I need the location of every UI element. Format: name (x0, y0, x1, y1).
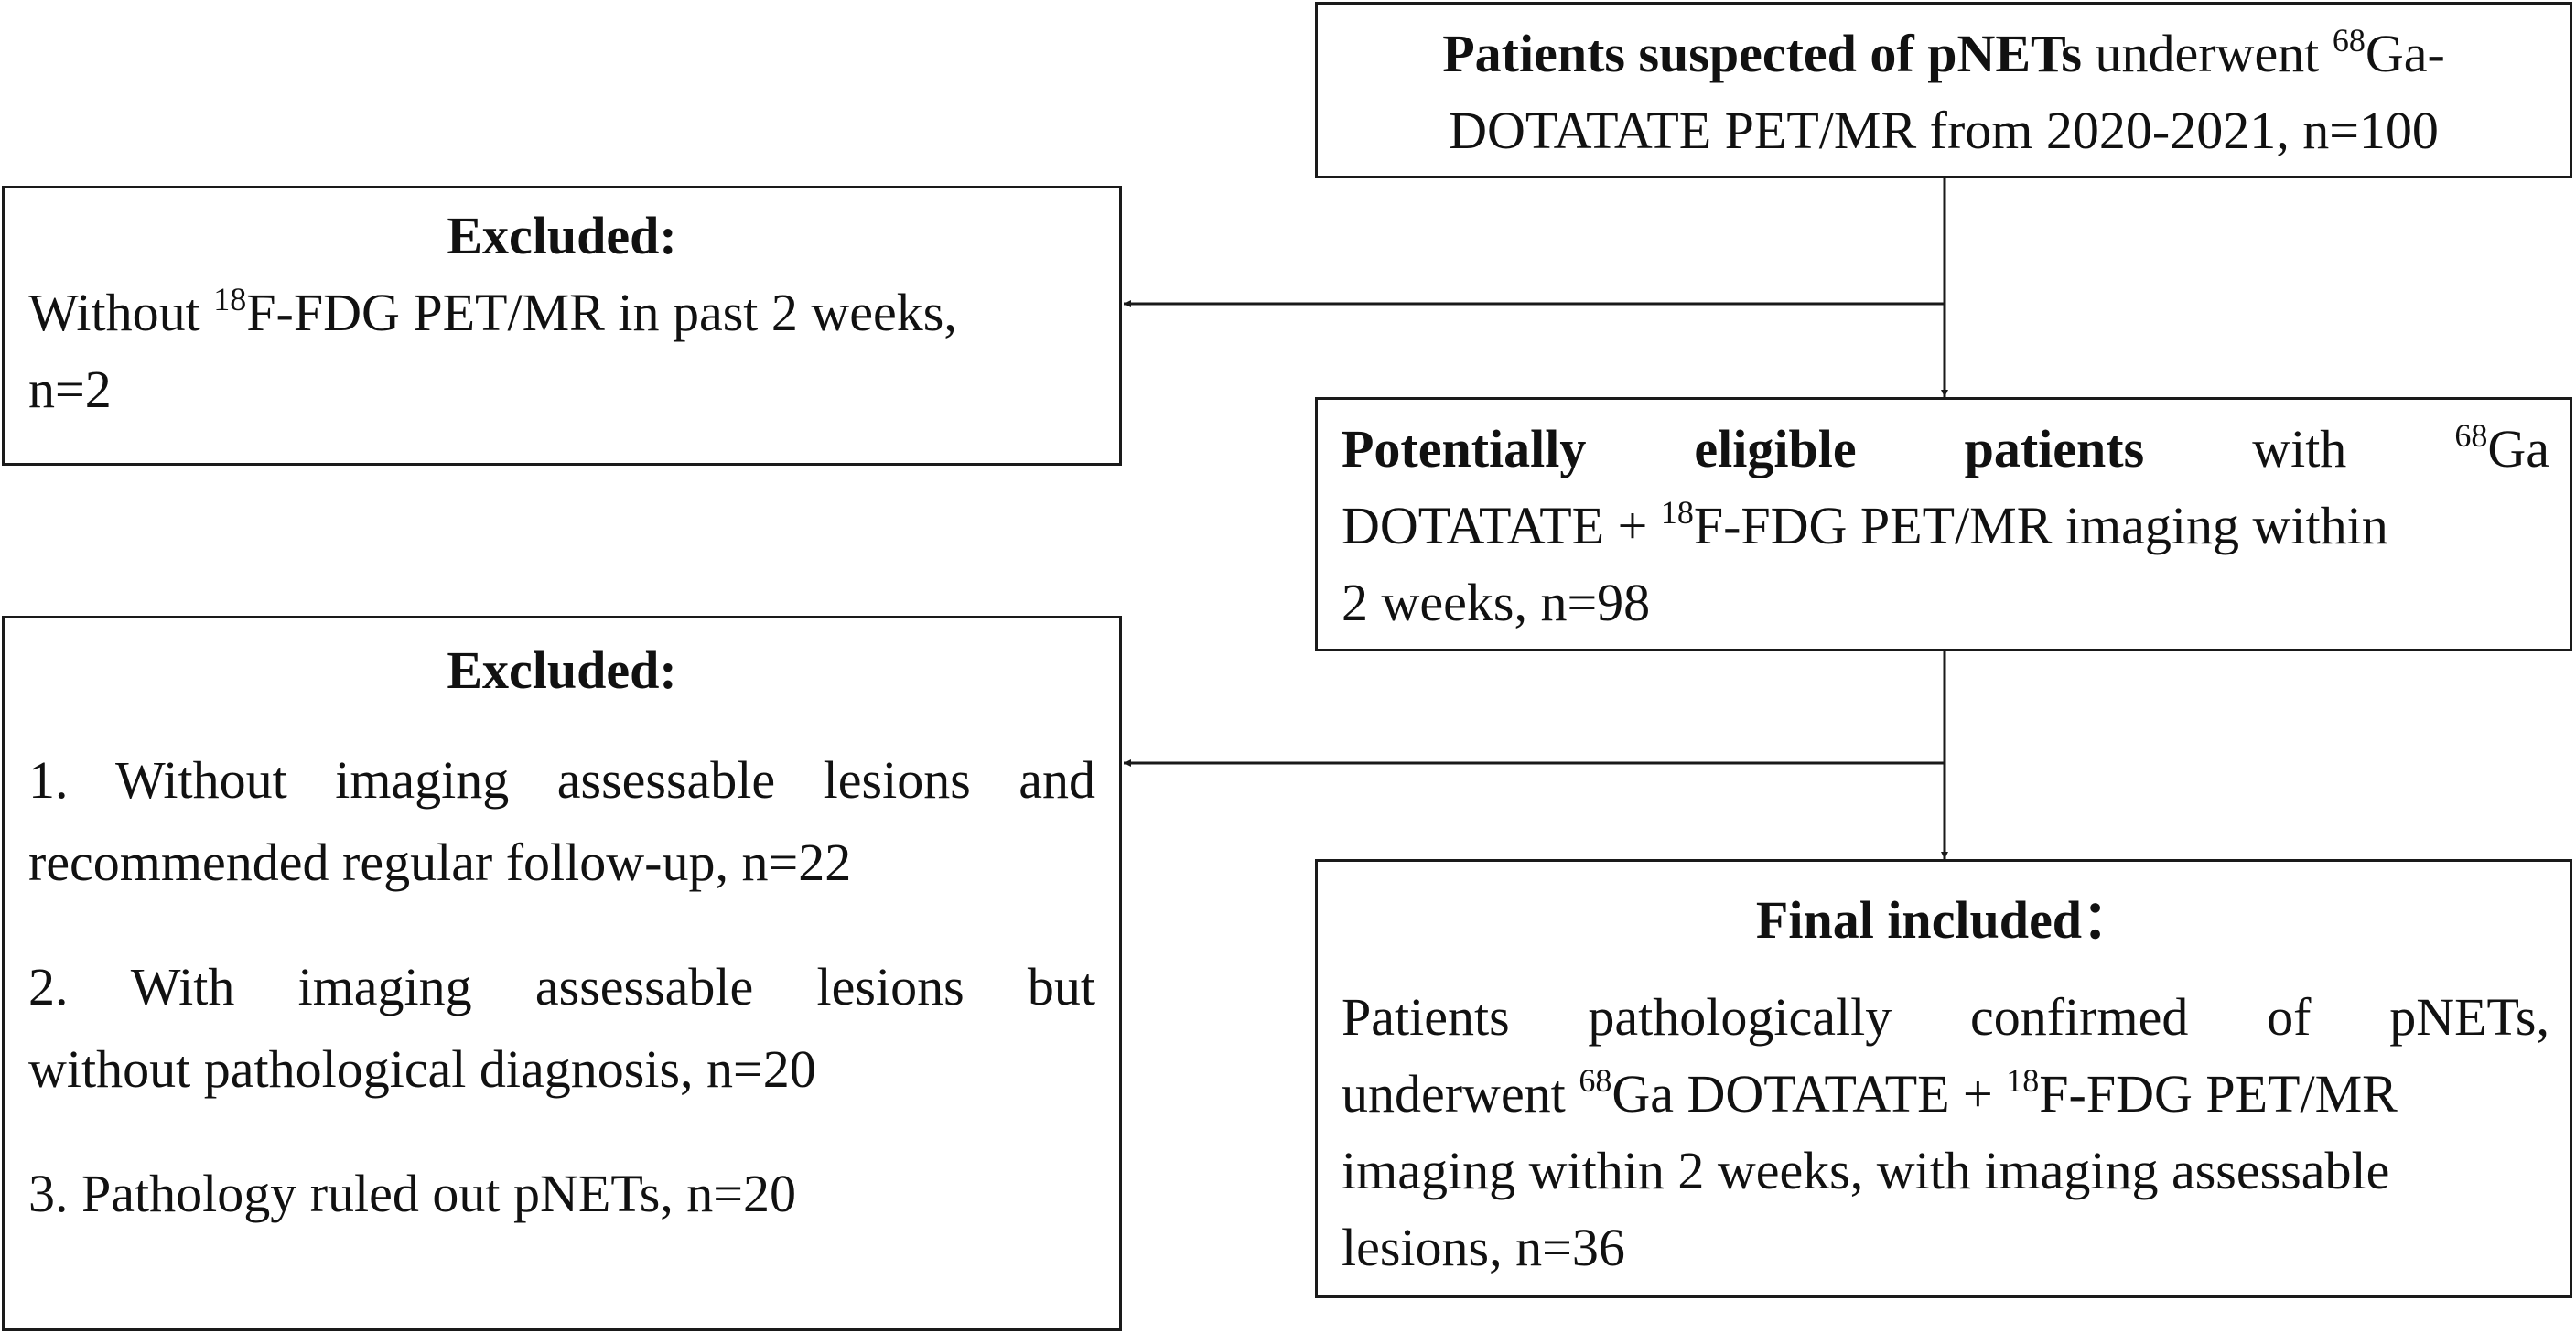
eligible-line-3: 2 weeks, n=98 (1342, 573, 1651, 632)
final-line-2-mid: Ga DOTATATE + (1611, 1064, 2007, 1123)
eligible-word-5: 68Ga (2454, 411, 2549, 488)
final-line-2: underwent 68Ga DOTATATE + 18F-FDG PET/MR (1342, 1056, 2549, 1133)
excluded-box-1: Excluded: Without 18F-FDG PET/MR in past… (2, 186, 1122, 466)
start-text-end: Ga- (2365, 24, 2445, 83)
final-box: Final included： Patients pathologically … (1315, 859, 2572, 1298)
eligible-line-2-post: F-FDG PET/MR imaging within (1693, 496, 2388, 555)
eligible-line-2-pre: DOTATATE + (1342, 496, 1661, 555)
eligible-word-5-text: Ga (2487, 419, 2549, 478)
eligible-line-2: DOTATATE + 18F-FDG PET/MR imaging within (1342, 488, 2549, 564)
excluded-2-item-2-line-1: 2. With imaging assessable lesions but (28, 957, 1095, 1016)
start-superscript: 68 (2332, 22, 2366, 59)
final-heading: Final included： (1755, 890, 2136, 950)
final-line-1: Patients pathologically confirmed of pNE… (1342, 987, 2549, 1047)
start-line-2: DOTATATE PET/MR from 2020-2021, n=100 (1449, 101, 2439, 160)
start-box: Patients suspected of pNETs underwent 68… (1315, 2, 2572, 178)
eligible-word-4: with (2252, 419, 2347, 478)
excluded-2-item-3: 3. Pathology ruled out pNETs, n=20 (28, 1164, 796, 1223)
eligible-superscript-1: 68 (2454, 417, 2488, 454)
excluded-box-2: Excluded: 1. Without imaging assessable … (2, 616, 1122, 1331)
excluded-1-line-2: n=2 (28, 360, 112, 419)
final-line-3: imaging within 2 weeks, with imaging ass… (1342, 1141, 2390, 1200)
excluded-1-heading: Excluded: (447, 206, 677, 265)
final-superscript-2: 18 (2006, 1062, 2040, 1099)
excluded-2-item-1-line-2: recommended regular follow-up, n=22 (28, 833, 852, 892)
eligible-superscript-2: 18 (1660, 494, 1694, 531)
excluded-2-heading: Excluded: (447, 640, 677, 700)
start-line-1: Patients suspected of pNETs underwent 68… (1318, 16, 2570, 92)
excluded-1-text-post: F-FDG PET/MR in past 2 weeks, (246, 283, 957, 342)
eligible-line-1: Potentially eligible patients with 68Ga (1342, 411, 2549, 488)
final-superscript-1: 68 (1579, 1062, 1612, 1099)
excluded-2-item-1-line-1: 1. Without imaging assessable lesions an… (28, 750, 1095, 810)
eligible-word-1: Potentially (1342, 419, 1587, 478)
start-bold-text: Patients suspected of pNETs (1442, 24, 2082, 83)
excluded-1-text-pre: Without (28, 283, 214, 342)
final-line-2-pre: underwent (1342, 1064, 1579, 1123)
excluded-2-item-2-line-2: without pathological diagnosis, n=20 (28, 1039, 816, 1099)
excluded-1-line-1: Without 18F-FDG PET/MR in past 2 weeks, (28, 274, 1095, 351)
start-text: underwent (2082, 24, 2333, 83)
eligible-box: Potentially eligible patients with 68Ga … (1315, 397, 2572, 651)
final-line-4: lesions, n=36 (1342, 1218, 1625, 1277)
final-line-2-post: F-FDG PET/MR (2039, 1064, 2398, 1123)
eligible-word-3: patients (1964, 419, 2145, 478)
eligible-word-2: eligible (1694, 419, 1857, 478)
excluded-1-superscript: 18 (213, 281, 247, 317)
